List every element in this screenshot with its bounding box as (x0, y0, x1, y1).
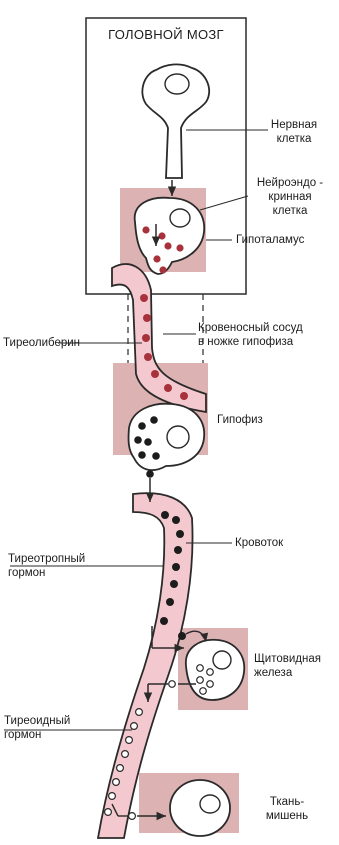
neuroendocrine-cell-label: Нейроэндо - кринная клетка (244, 176, 336, 218)
target-cell (170, 780, 230, 836)
target-tissue-label: Ткань- мишень (252, 795, 322, 823)
pituitary-label: Гипофиз (217, 413, 263, 427)
hypothalamus-label: Гипоталамус (236, 233, 304, 247)
nerve-cell-label: Нервная клетка (252, 118, 336, 146)
thyroid-hormone-label: Тиреоидный гормон (4, 714, 70, 742)
vessel-label: Кровеносный сосуд в ножке гипофиза (198, 321, 303, 349)
bloodstream-label: Кровоток (235, 536, 283, 550)
tsh-label: Тиреотропный гормон (8, 552, 85, 580)
brain-title: ГОЛОВНОЙ МОЗГ (86, 28, 246, 42)
trh-label: Тиреолиберин (3, 336, 80, 350)
thyroid-label: Щитовидная железа (254, 652, 321, 680)
thyroid-cell (186, 640, 244, 700)
